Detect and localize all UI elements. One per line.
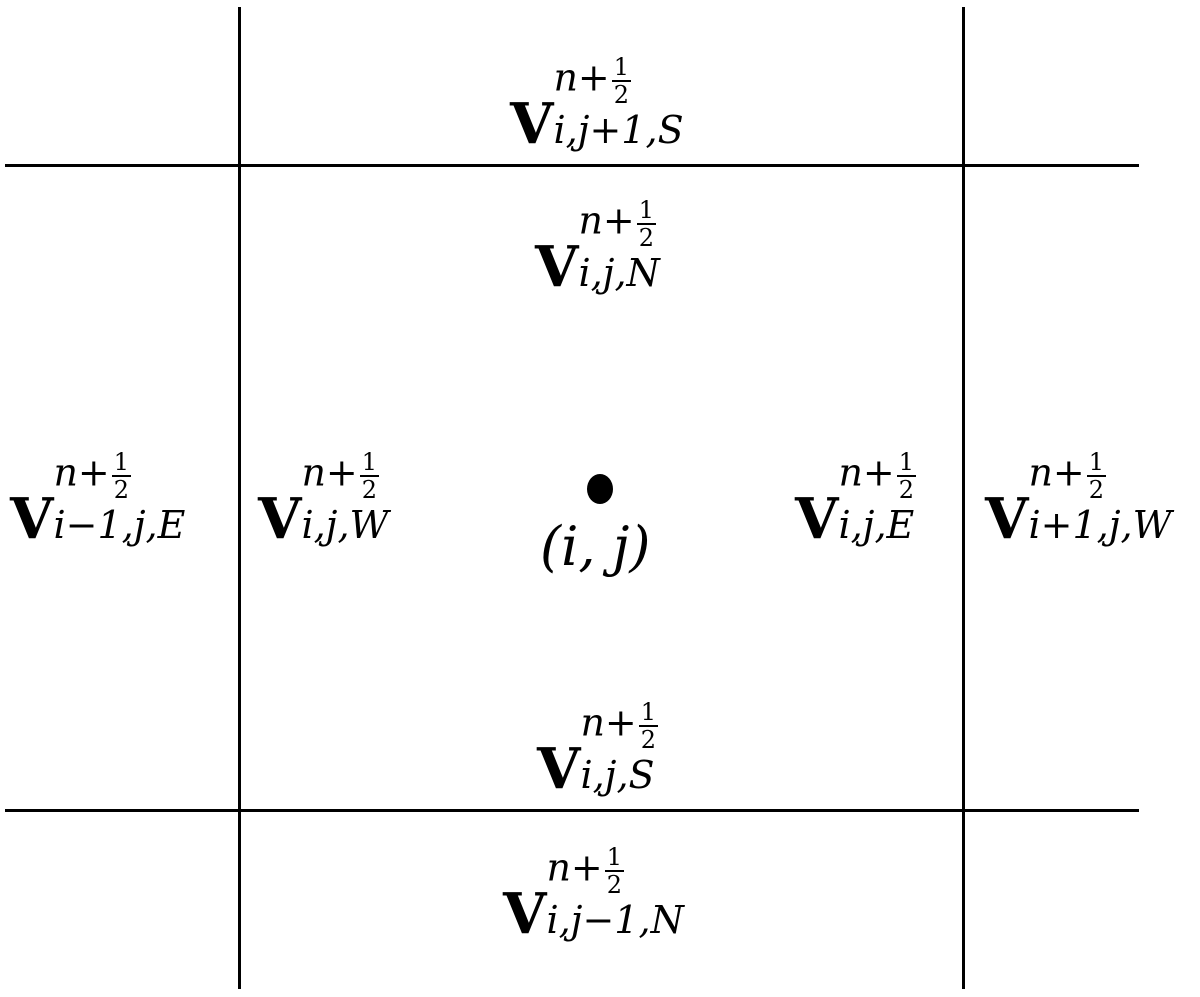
grid-line-right xyxy=(962,7,965,989)
grid-line-bottom xyxy=(5,809,1139,812)
grid-line-left xyxy=(238,7,241,989)
cell-center-point xyxy=(587,474,613,504)
cell-center-label: (i, j) xyxy=(540,515,651,578)
grid-line-top xyxy=(5,164,1139,167)
